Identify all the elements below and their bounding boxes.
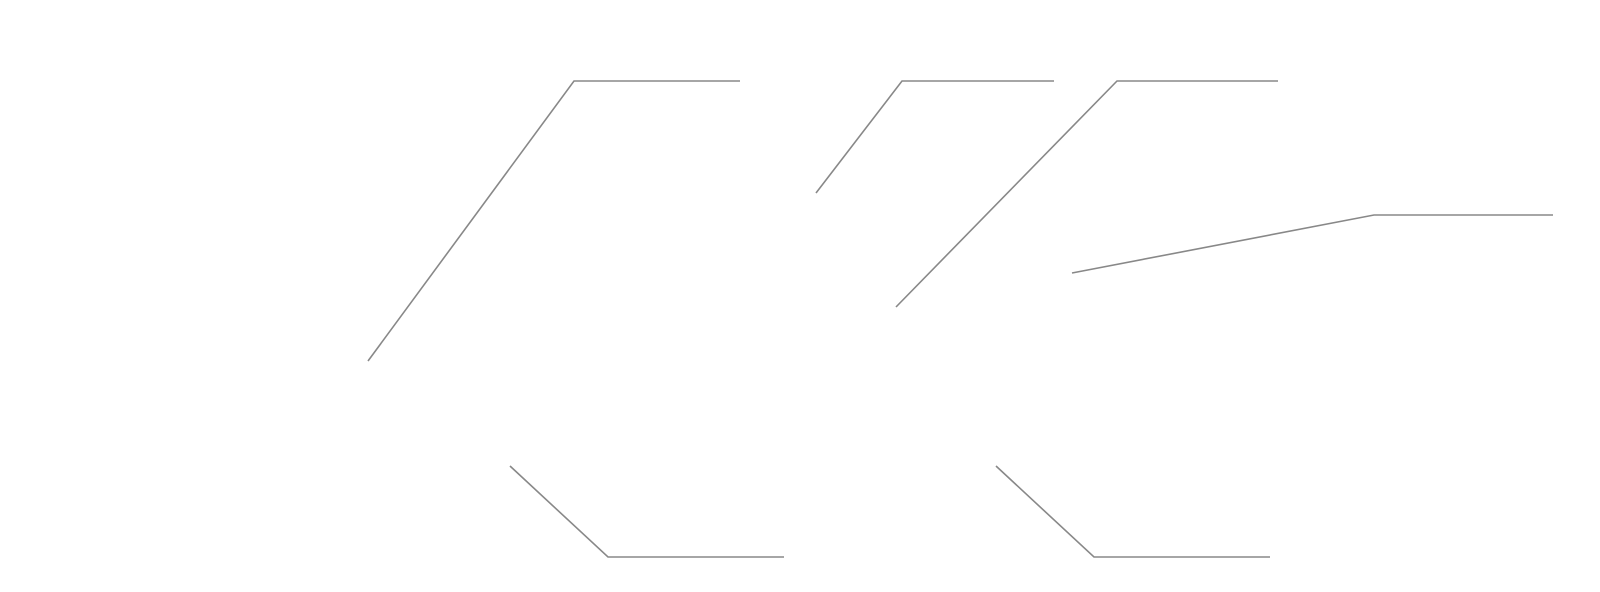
leader-line-1 bbox=[367, 80, 740, 362]
leader-line-6 bbox=[995, 465, 1270, 558]
leader-line-3 bbox=[895, 80, 1278, 308]
leader-line-2 bbox=[815, 80, 1054, 194]
leader-line-5 bbox=[509, 465, 784, 558]
leader-line-4 bbox=[1071, 214, 1553, 274]
